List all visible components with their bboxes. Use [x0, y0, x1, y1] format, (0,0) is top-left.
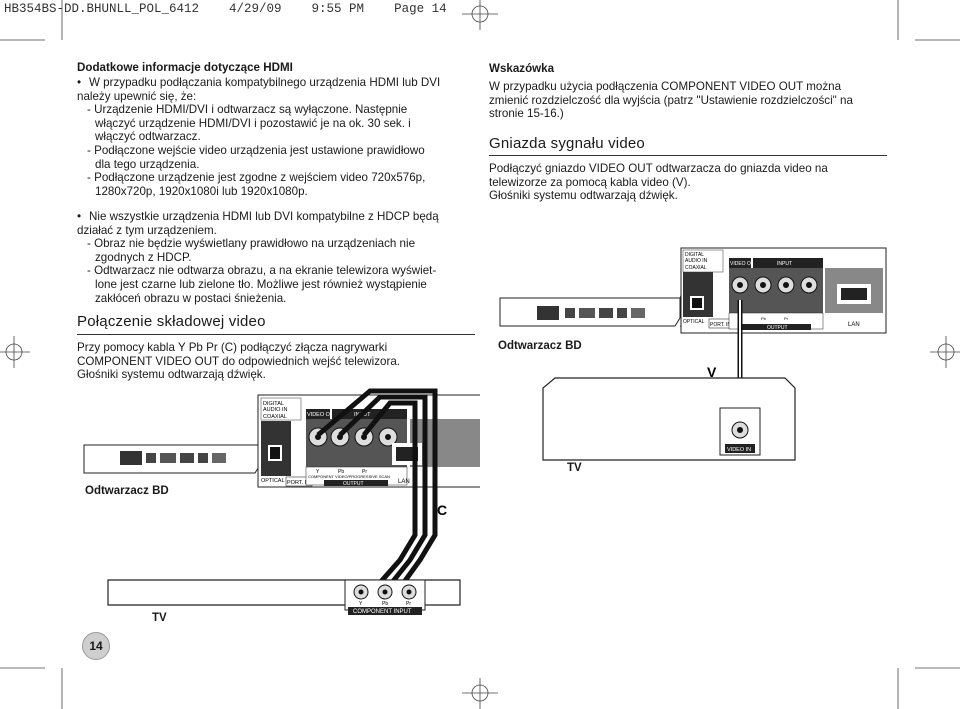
- player-label-right: Odtwarzacz BD: [498, 340, 582, 352]
- component-scan-label: COMPONENT VIDEO/PROGRESSIVE SCAN: [308, 474, 390, 479]
- tip-title: Wskazówka: [489, 62, 555, 75]
- digital-audio-label: DIGITAL: [685, 252, 704, 258]
- tip-line: zmienić rozdzielczość dla wyjścia (patrz…: [489, 93, 853, 107]
- component-text-line: Przy pomocy kabla Y Pb Pr (C) podłączyć …: [77, 341, 388, 354]
- sub-line: 1280x720p, 1920x1080i lub 1920x1080p.: [95, 184, 308, 198]
- tip-line: stronie 15-16.): [489, 107, 564, 121]
- port-in-label: PORT. IN: [710, 322, 731, 328]
- video-out-label: VIDEO OUT: [730, 261, 758, 267]
- cable-v-label: V: [707, 364, 717, 380]
- pr-label-bottom: Pr: [406, 601, 411, 607]
- sub-line: włączyć odtwarzacz.: [95, 130, 201, 144]
- sub-line: zgodnych z HDCP.: [95, 250, 192, 264]
- sub-item: - Obraz nie będzie wyświetlany prawidłow…: [87, 237, 477, 264]
- port-in-label: PORT. IN: [287, 480, 310, 486]
- video-line: telewizorze za pomocą kabla video (V).: [489, 175, 691, 189]
- player-label-left: Odtwarzacz BD: [85, 485, 169, 497]
- component-section-title: Połączenie składowej video: [77, 313, 266, 330]
- sub-line: włączyć urządzenie HDMI/DVI i pozostawić…: [95, 116, 411, 130]
- sub-item: - Podłączone urządzenie jest zgodne z we…: [87, 171, 477, 198]
- player-zoom-panel: DIGITAL AUDIO IN COAXIAL OPTICAL PORT. I…: [679, 247, 887, 334]
- sub-line: - Obraz nie będzie wyświetlany prawidłow…: [87, 237, 416, 251]
- audio-in-label: AUDIO IN: [685, 258, 708, 264]
- section-rule: [77, 334, 475, 335]
- hdmi-info-title: Dodatkowe informacje dotyczące HDMI: [77, 61, 293, 74]
- tv-right: VIDEO IN: [542, 377, 796, 461]
- component-input-label: COMPONENT INPUT: [353, 609, 412, 615]
- tip-text: W przypadku użycia podłączenia COMPONENT…: [489, 80, 889, 121]
- sub-line: zakłóceń obrazu w postaci śnieżenia.: [95, 291, 287, 305]
- pb-label-top: Pb: [338, 469, 344, 475]
- sub-item: - Odtwarzacz nie odtwarza obrazu, a na e…: [87, 264, 477, 305]
- player-back-panel: [83, 444, 261, 474]
- sub-line: lone jest czarne lub zielone tło. Możliw…: [95, 277, 427, 291]
- bullet-1-line: należy upewnić się, że:: [77, 89, 197, 103]
- coaxial-label: COAXIAL: [685, 265, 707, 271]
- optical-label: OPTICAL: [261, 478, 285, 484]
- lan-label: LAN: [848, 322, 860, 328]
- bullet-dot: •: [77, 76, 82, 89]
- player-back-panel: [499, 297, 681, 327]
- bullet-2-line: działać z tym urządzeniem.: [77, 223, 217, 237]
- page-number: 14: [82, 632, 110, 660]
- sub-line: - Urządzenie HDMI/DVI i odtwarzacz są wy…: [87, 103, 408, 117]
- audio-in-label: AUDIO IN: [263, 407, 287, 413]
- sub-line: - Podłączone wejście video urządzenia je…: [87, 143, 425, 157]
- component-text: Przy pomocy kabla Y Pb Pr (C) podłączyć …: [77, 341, 477, 382]
- output-label: OUTPUT: [343, 481, 364, 487]
- y-label-bottom: Y: [359, 601, 363, 607]
- optical-label: OPTICAL: [683, 319, 705, 325]
- tv-label-left: TV: [152, 612, 167, 624]
- tv-label-right: TV: [567, 462, 582, 474]
- hdmi-bullet-2: • Nie wszystkie urządzenia HDMI lub DVI …: [77, 210, 477, 305]
- pb-label-bottom: Pb: [382, 601, 388, 607]
- bullet-1-line: W przypadku podłączania kompatybilnego u…: [89, 76, 441, 89]
- video-in-label: VIDEO IN: [727, 447, 751, 453]
- lan-label: LAN: [398, 479, 410, 485]
- video-out-label: VIDEO OUT: [307, 412, 338, 418]
- pr-label-top: Pr: [362, 469, 367, 475]
- digital-audio-label: DIGITAL: [263, 401, 284, 407]
- section-rule: [489, 155, 887, 156]
- input-label: INPUT: [777, 261, 792, 267]
- sub-line: - Odtwarzacz nie odtwarza obrazu, a na e…: [87, 264, 437, 278]
- sub-item: - Urządzenie HDMI/DVI i odtwarzacz są wy…: [87, 103, 477, 144]
- pb-label-top: Pb: [761, 316, 767, 321]
- video-section-title: Gniazda sygnału video: [489, 135, 645, 152]
- sub-line: - Podłączone urządzenie jest zgodne z we…: [87, 171, 426, 185]
- component-text-line: COMPONENT VIDEO OUT do odpowiednich wejś…: [77, 354, 401, 368]
- bullet-2-line: Nie wszystkie urządzenia HDMI lub DVI ko…: [89, 210, 439, 223]
- pr-label-top: Pr: [784, 316, 789, 321]
- sub-line: dla tego urządzenia.: [95, 157, 200, 171]
- video-text: Podłączyć gniazdo VIDEO OUT odtwarzacza …: [489, 162, 889, 203]
- component-connection-diagram: DIGITAL AUDIO IN COAXIAL OPTICAL PORT. I…: [83, 388, 480, 615]
- video-line: Podłączyć gniazdo VIDEO OUT odtwarzacza …: [489, 162, 828, 175]
- video-connection-diagram: DIGITAL AUDIO IN COAXIAL OPTICAL PORT. I…: [499, 247, 887, 461]
- component-text-line: Głośniki systemu odtwarzają dźwięk.: [77, 368, 266, 382]
- coaxial-label: COAXIAL: [263, 414, 287, 420]
- video-line: Głośniki systemu odtwarzają dźwięk.: [489, 189, 678, 203]
- sub-item: - Podłączone wejście video urządzenia je…: [87, 144, 477, 171]
- y-label-top: Y: [316, 469, 320, 475]
- hdmi-bullet-1: • W przypadku podłączania kompatybilnego…: [77, 76, 477, 198]
- tip-line: W przypadku użycia podłączenia COMPONENT…: [489, 80, 842, 93]
- component-cable: [316, 388, 438, 587]
- output-label: OUTPUT: [767, 325, 788, 331]
- cable-c-label: C: [437, 502, 447, 518]
- bullet-dot: •: [77, 210, 82, 223]
- print-header: HB354BS-DD.BHUNLL_POL_6412 4/29/09 9:55 …: [4, 2, 447, 16]
- tv-left: Y Pb Pr COMPONENT INPUT: [107, 579, 461, 615]
